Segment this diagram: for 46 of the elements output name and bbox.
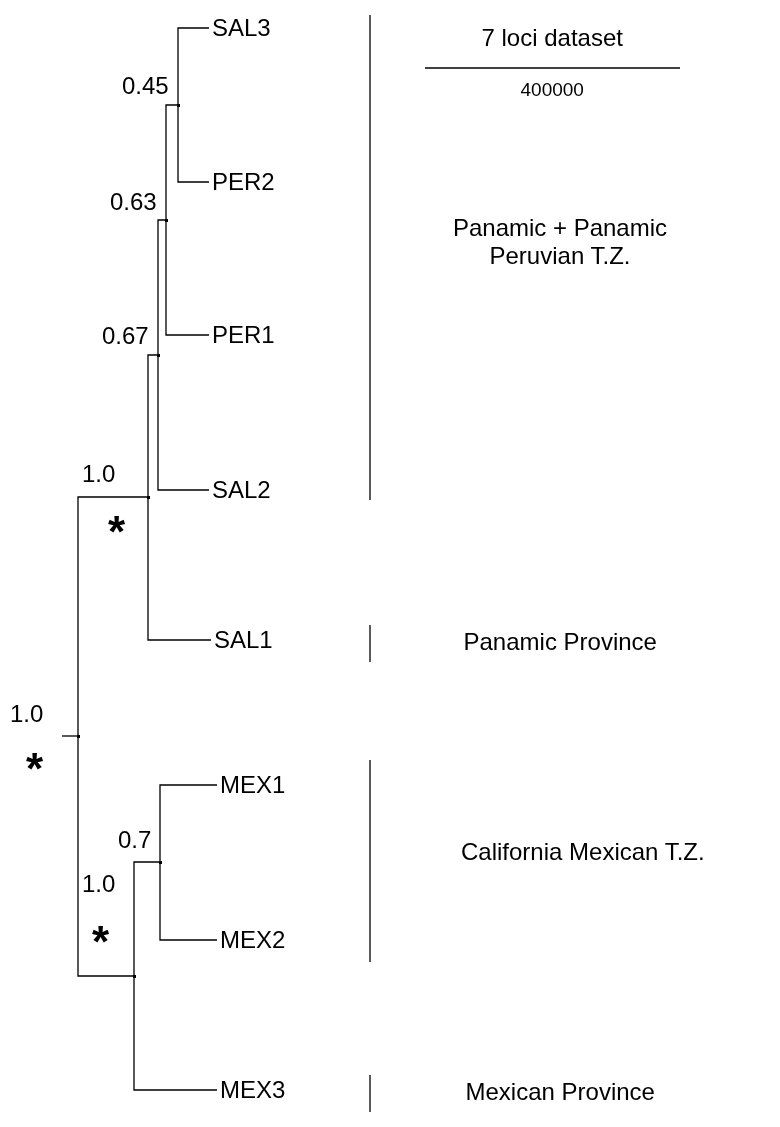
- taxon-label: MEX1: [220, 771, 286, 799]
- branch-node: [132, 974, 136, 978]
- tree-branch: [177, 104, 210, 183]
- support-value: 1.0: [82, 870, 116, 898]
- region-label: California Mexican T.Z.: [461, 838, 705, 866]
- tree-branch: [165, 219, 210, 336]
- support-value: 1.0: [82, 460, 116, 488]
- tree-branch: [159, 784, 218, 863]
- asterisk-mark: *: [108, 515, 126, 549]
- tree-branch: [177, 27, 210, 106]
- taxon-label: SAL3: [212, 14, 271, 42]
- tree-branch: [157, 219, 167, 356]
- support-value: 0.7: [118, 826, 152, 854]
- tree-branch: [147, 354, 159, 498]
- taxon-label: SAL2: [212, 476, 271, 504]
- tree-branch: [77, 496, 149, 737]
- taxon-label: PER2: [212, 168, 275, 196]
- branch-node: [164, 218, 168, 222]
- taxon-label: SAL1: [214, 626, 273, 654]
- branch-node: [176, 103, 180, 107]
- tree-branch: [147, 496, 212, 641]
- tree-branch: [77, 735, 135, 977]
- tree-branch: [157, 354, 210, 491]
- region-label: Panamic + Panamic Peruvian T.Z.: [451, 214, 669, 270]
- support-value: 0.63: [110, 188, 157, 216]
- dataset-title: 7 loci dataset: [481, 24, 623, 52]
- tree-branch: [61, 735, 79, 737]
- branch-node: [158, 860, 162, 864]
- asterisk-mark: *: [92, 925, 110, 959]
- support-value: 0.45: [122, 72, 169, 100]
- tree-branch: [133, 861, 161, 977]
- region-label: Mexican Province: [465, 1078, 655, 1106]
- scale-value: 400000: [520, 78, 584, 102]
- branch-node: [76, 734, 80, 738]
- taxon-label: MEX2: [220, 926, 286, 954]
- branch-node: [156, 353, 160, 357]
- support-value: 1.0: [10, 700, 44, 728]
- support-value: 0.67: [102, 322, 149, 350]
- asterisk-mark: *: [26, 752, 44, 786]
- tree-branch: [165, 104, 179, 221]
- region-label: Panamic Province: [463, 628, 657, 656]
- taxon-label: MEX3: [220, 1076, 286, 1104]
- tree-branch: [133, 975, 218, 1091]
- tree-branch: [159, 861, 218, 941]
- branch-node: [146, 495, 150, 499]
- taxon-label: PER1: [212, 321, 275, 349]
